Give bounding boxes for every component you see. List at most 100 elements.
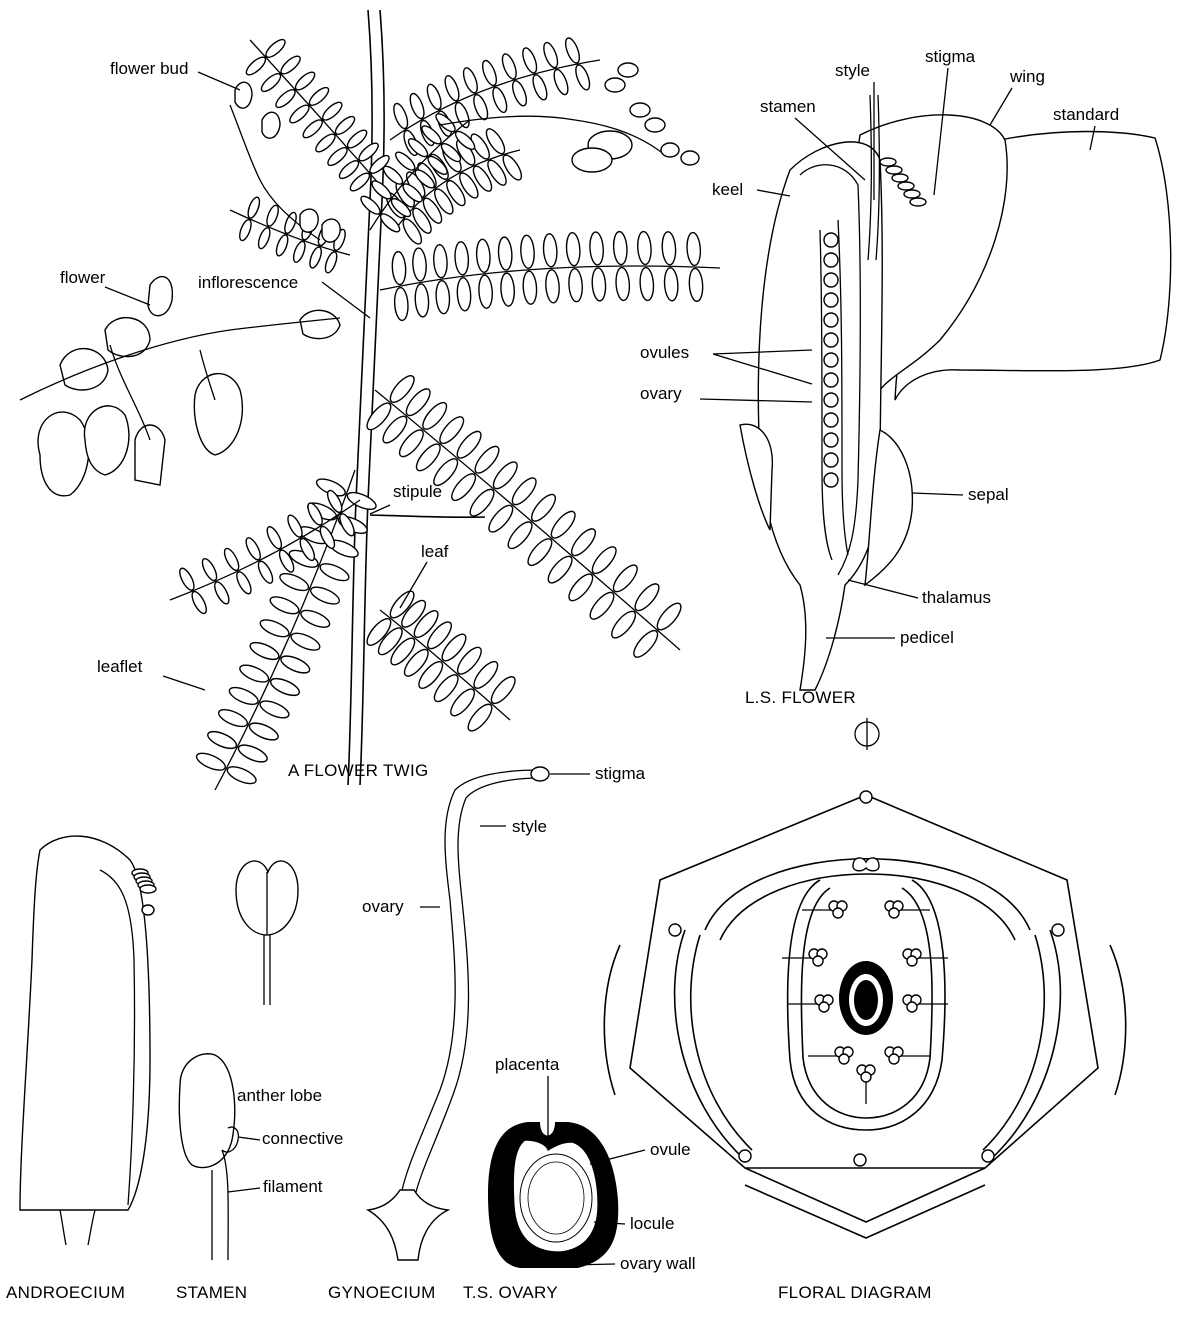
leaflet xyxy=(391,251,406,285)
leaflet xyxy=(278,53,302,76)
anther xyxy=(142,905,154,915)
zygomorphic-symbol xyxy=(855,718,879,750)
leaflet xyxy=(524,535,555,569)
leaflet xyxy=(653,600,684,634)
floral-diagram: FLORAL DIAGRAM xyxy=(604,718,1125,1302)
compound-leaves xyxy=(170,36,720,790)
label-sepal: sepal xyxy=(968,485,1009,504)
leaflet xyxy=(189,590,209,616)
leaflet xyxy=(613,231,628,265)
leaflet xyxy=(274,234,290,258)
leaflet xyxy=(508,474,539,508)
leaflet xyxy=(345,127,369,150)
leaflet xyxy=(234,570,254,596)
leaflet xyxy=(323,250,339,274)
ovule xyxy=(824,413,838,427)
anther xyxy=(889,908,899,918)
leaflet xyxy=(545,269,560,303)
ovule xyxy=(824,473,838,487)
leaflet xyxy=(313,131,337,154)
caption-ts-ovary: T.S. OVARY xyxy=(463,1283,558,1302)
label-placenta: placenta xyxy=(495,1055,560,1074)
leaflet xyxy=(543,233,558,267)
leaflet xyxy=(391,102,410,130)
leaflet xyxy=(453,101,472,129)
leaflet xyxy=(285,513,305,539)
leaflet xyxy=(259,71,283,94)
label-keel: keel xyxy=(712,180,743,199)
ovule xyxy=(824,433,838,447)
leaflet xyxy=(289,630,322,654)
leaflet xyxy=(510,79,529,107)
leaflet xyxy=(258,698,291,722)
label-ovary-ls: ovary xyxy=(640,384,682,403)
leaflet xyxy=(490,458,521,492)
anther xyxy=(861,1072,871,1082)
leaflet xyxy=(551,68,570,96)
ovule xyxy=(824,453,838,467)
label-flower-bud: flower bud xyxy=(110,59,188,78)
leaflet xyxy=(637,231,652,265)
leaflet xyxy=(287,102,311,125)
leaflet xyxy=(639,267,654,301)
leaflet xyxy=(504,518,535,552)
leaflet xyxy=(412,248,427,282)
leaflet xyxy=(630,627,661,661)
leaflet xyxy=(394,287,409,321)
anther xyxy=(910,198,926,206)
label-ovules: ovules xyxy=(640,343,689,362)
leaflet xyxy=(206,728,239,752)
leaflet xyxy=(568,268,583,302)
label-stamen: stamen xyxy=(760,97,816,116)
leaflet xyxy=(345,489,378,513)
anther xyxy=(907,956,917,966)
label-leaf: leaf xyxy=(421,542,449,561)
leaflet xyxy=(273,87,297,110)
androecium-illustration: ANDROECIUM xyxy=(6,836,156,1302)
leaflet xyxy=(500,273,515,307)
leaflet xyxy=(246,196,262,220)
label-flower: flower xyxy=(60,268,106,287)
leaflet xyxy=(591,268,606,302)
leaflet xyxy=(177,566,197,592)
leaflet xyxy=(528,491,559,525)
leaflet xyxy=(425,83,444,111)
leaflet xyxy=(610,562,641,596)
leaflet xyxy=(268,593,301,617)
bud-cluster-top-right xyxy=(440,63,699,172)
leaflet xyxy=(688,268,703,302)
leaflet xyxy=(615,267,630,301)
leaflet xyxy=(279,653,312,677)
leaflet xyxy=(333,114,357,137)
keel-body xyxy=(758,142,882,690)
anther xyxy=(839,1054,849,1064)
leaflet xyxy=(212,580,232,606)
leaflet xyxy=(520,235,535,269)
ovule xyxy=(824,253,838,267)
ovule xyxy=(824,273,838,287)
leaflet xyxy=(200,557,220,583)
leaflet xyxy=(588,543,619,577)
leaflet xyxy=(268,675,301,699)
leaflet xyxy=(485,502,516,536)
leaflet xyxy=(291,240,307,264)
leaflet xyxy=(278,570,311,594)
leaflet xyxy=(471,93,490,121)
caption-stamen: STAMEN xyxy=(176,1283,247,1302)
leaflet xyxy=(544,553,575,587)
leaflet xyxy=(237,218,253,242)
leaflet xyxy=(520,46,539,74)
leaflet xyxy=(466,486,497,520)
leaflet xyxy=(433,244,448,278)
label-locule: locule xyxy=(630,1214,674,1233)
leaflet xyxy=(442,74,461,102)
leaflet xyxy=(227,684,260,708)
leaflet xyxy=(435,280,450,314)
leaflet xyxy=(664,267,679,301)
label-stigma-gyn: stigma xyxy=(595,764,646,783)
label-anther-lobe: anther lobe xyxy=(237,1086,322,1105)
ovule xyxy=(824,293,838,307)
leaflet xyxy=(225,763,258,787)
leaflet xyxy=(325,145,349,168)
ovule xyxy=(824,353,838,367)
